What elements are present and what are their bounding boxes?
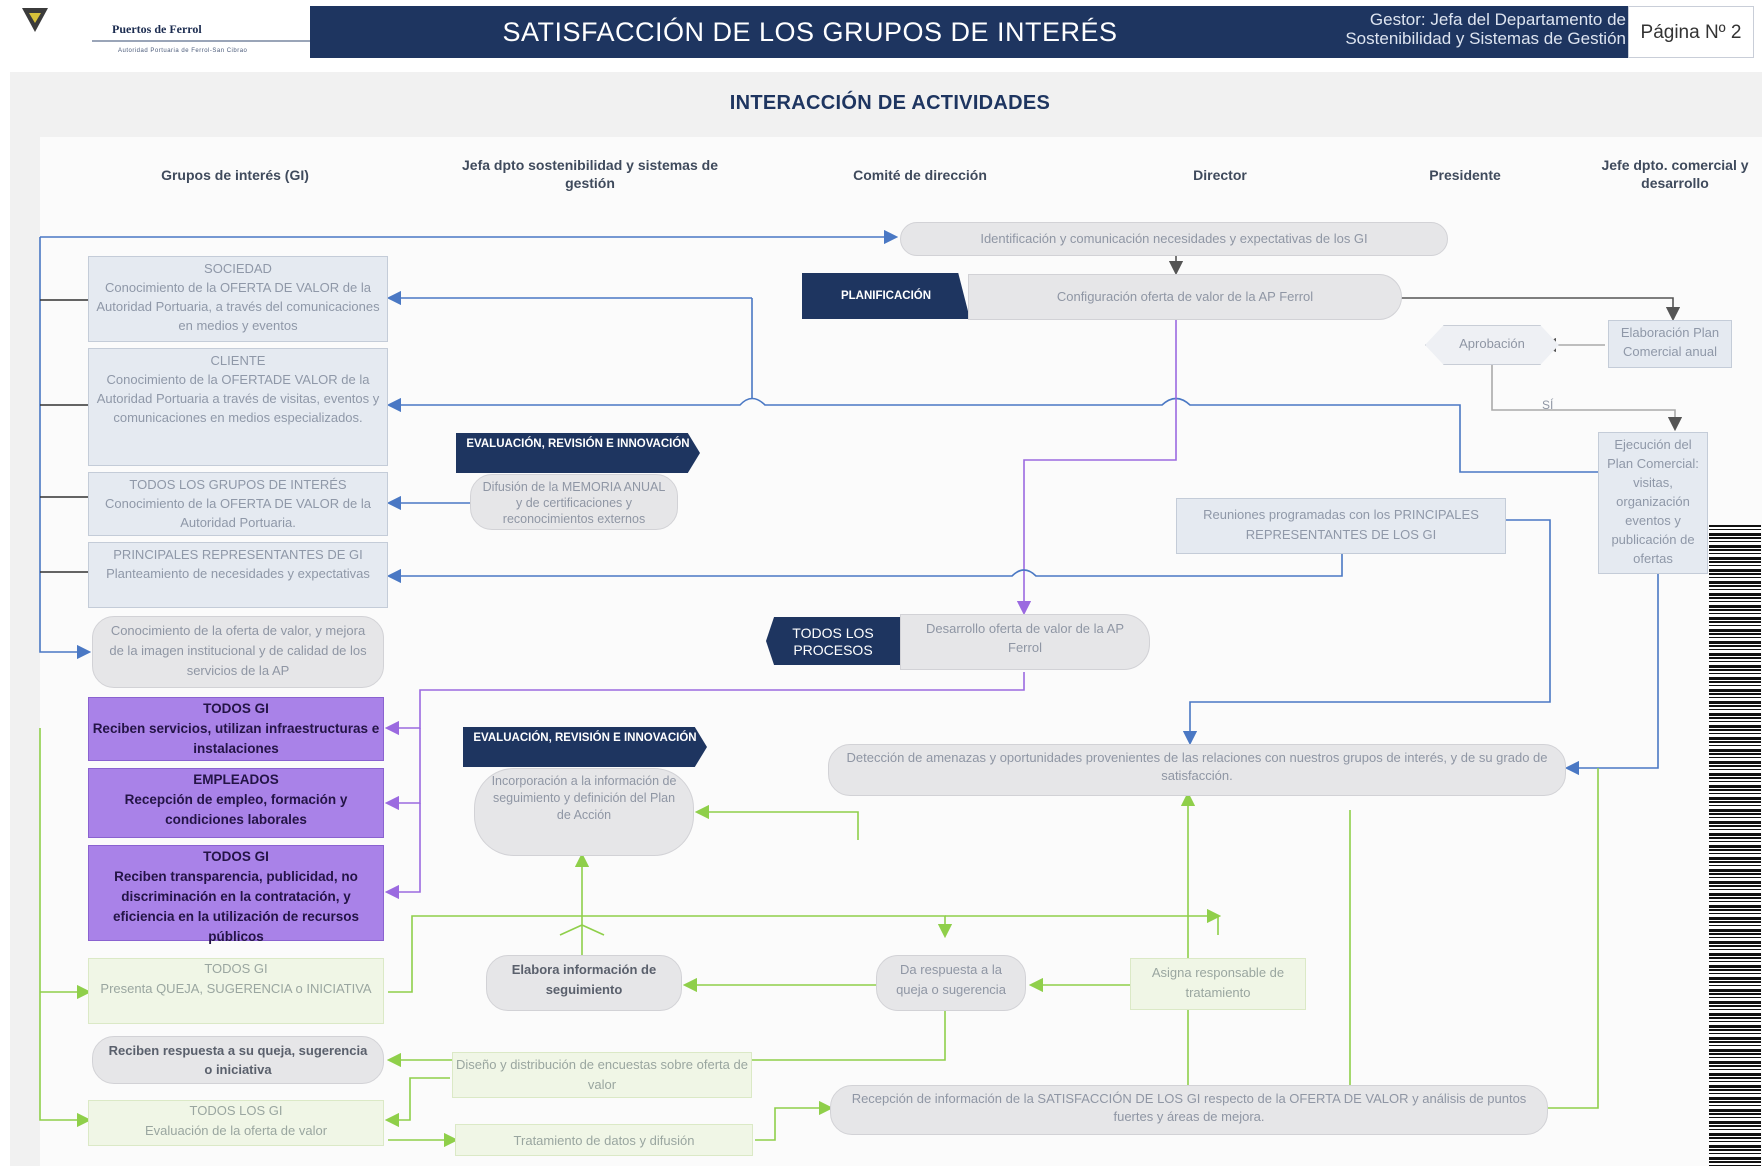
node-recepcion-info: Recepción de información de la SATISFACC… <box>830 1085 1548 1135</box>
node-identificacion: Identificación y comunicación necesidade… <box>900 222 1448 256</box>
arrow-deteccion-to-incorporacion <box>698 810 1351 1110</box>
aprobacion-label: Aprobación <box>1459 336 1525 351</box>
arrow-reuniones-to-deteccion <box>1182 519 1551 746</box>
node-deteccion: Detección de amenazas y oportunidades pr… <box>828 744 1566 796</box>
arrow-queja-to-elabora <box>388 915 953 993</box>
arrow-reuniones-to-principales <box>386 545 1343 584</box>
tag-todos-procesos: TODOS LOS PROCESOS <box>766 617 900 665</box>
page-number: Página Nº 2 <box>1628 6 1754 58</box>
tag-evaluacion-2: EVALUACIÓN, REVISIÓN E INNOVACIÓN <box>463 727 707 767</box>
lane-header-gi: Grupos de interés (GI) <box>161 167 309 183</box>
lane-header-sostenibilidad: Jefa dpto sostenibilidad y sistemas de g… <box>462 157 718 191</box>
node-aprobacion: Aprobación <box>1425 325 1559 365</box>
node-todos-gi-servicios: TODOS GI Reciben servicios, utilizan inf… <box>88 697 384 761</box>
node-da-respuesta: Da respuesta a la queja o sugerencia <box>876 955 1026 1011</box>
node-incorporacion: Incorporación a la información de seguim… <box>474 768 694 856</box>
arrow-diseno-to-evaluacion <box>384 1077 450 1128</box>
node-queja: TODOS GI Presenta QUEJA, SUGERENCIA o IN… <box>88 958 384 1024</box>
arrow-desarrollo-to-servicios <box>384 672 1025 736</box>
gestor-line-2: Sostenibilidad y Sistemas de Gestión <box>1345 29 1626 48</box>
aprobacion-shape <box>1425 325 1559 365</box>
node-evaluacion-oferta: TODOS LOS GI Evaluación de la oferta de … <box>88 1100 384 1146</box>
tag-planificacion: PLANIFICACIÓN <box>802 273 970 319</box>
title-bar <box>310 6 1628 58</box>
node-desarrollo-oferta: Desarrollo oferta de valor de la AP Ferr… <box>900 614 1150 670</box>
node-reuniones: Reuniones programadas con los PRINCIPALE… <box>1176 498 1506 554</box>
arrow-gi-to-identificacion <box>39 237 92 660</box>
node-todos-gi-transparencia: TODOS GI Reciben transparencia, publicid… <box>88 845 384 944</box>
arrow-to-transparencia <box>384 803 421 900</box>
arrow-ejecucion-to-deteccion <box>1564 572 1659 776</box>
node-elabora-info: Elabora información de seguimiento <box>486 955 682 1011</box>
arrow-recepcion-right-loop <box>1548 768 1599 1109</box>
gestor-label: Gestor: Jefa del Departamento de Sosteni… <box>1270 10 1626 48</box>
arrow-configuracion-to-sociedad <box>390 298 753 398</box>
node-reciben-respuesta: Reciben respuesta a su queja, sugerencia… <box>92 1036 384 1084</box>
node-elaboracion-plan: Elaboración Plan Comercial anual <box>1608 320 1732 368</box>
connector-aprobacion-si <box>1491 362 1683 432</box>
node-diseno-encuestas: Diseño y distribución de encuestas sobre… <box>452 1052 752 1098</box>
node-empleados: EMPLEADOS Recepción de empleo, formación… <box>88 768 384 838</box>
arrow-configuracion-to-elaboracion <box>1400 297 1681 322</box>
gestor-line-1: Gestor: Jefa del Departamento de <box>1369 10 1626 29</box>
logo-text: Puertos de Ferrol <box>112 22 202 36</box>
tag-evaluacion-1: EVALUACIÓN, REVISIÓN E INNOVACIÓN <box>456 433 700 473</box>
lane-header-presidente: Presidente <box>1429 167 1501 183</box>
arrow-configuracion-to-desarrollo <box>1016 318 1177 616</box>
node-configuracion: Configuración oferta de valor de la AP F… <box>968 274 1402 320</box>
arrow-ejecucion-to-cliente <box>386 397 1598 473</box>
node-todos-gi-conocimiento: TODOS LOS GRUPOS DE INTERÉS Conocimiento… <box>88 472 388 536</box>
node-ejecucion-plan: Ejecución del Plan Comercial: visitas, o… <box>1598 432 1708 574</box>
node-principales: PRINCIPALES REPRESENTANTES DE GI Plantea… <box>88 542 388 608</box>
node-asigna: Asigna responsable de tratamiento <box>1130 958 1306 1010</box>
arrow-tratamiento-to-recepcion <box>755 1100 834 1141</box>
si-label: SÍ <box>1542 398 1554 412</box>
arrow-queja-to-asigna <box>945 916 1218 935</box>
node-conocimiento-oferta: Conocimiento de la oferta de valor, y me… <box>92 616 384 688</box>
arrow-elabora-fork <box>559 924 605 936</box>
logo-divider <box>92 40 328 42</box>
logo: Puertos de Ferrol Autoridad Portuaria de… <box>22 4 328 56</box>
node-tratamiento-datos: Tratamiento de datos y difusión <box>455 1124 753 1156</box>
logo-subtext: Autoridad Portuaria de Ferrol-San Cibrao <box>118 48 248 54</box>
green-left-trunk <box>39 728 92 1128</box>
node-cliente: CLIENTE Conocimiento de la OFERTADE VALO… <box>88 348 388 466</box>
lane-header-comite: Comité de dirección <box>853 167 987 183</box>
node-difusion-memoria: Difusión de la MEMORIA ANUAL y de certif… <box>470 474 678 530</box>
arrow-to-empleados <box>384 728 421 811</box>
lane-header-director: Director <box>1193 167 1247 183</box>
diagram-title: INTERACCIÓN DE ACTIVIDADES <box>729 92 1051 114</box>
page-title: SATISFACCIÓN DE LOS GRUPOS DE INTERÉS <box>502 17 1118 47</box>
barcode <box>1709 525 1761 1166</box>
logo-emblem-accent-icon <box>29 13 41 23</box>
node-sociedad: SOCIEDAD Conocimiento de la OFERTA DE VA… <box>88 256 388 342</box>
lane-header-comercial: Jefe dpto. comercial y desarrollo <box>1601 157 1749 191</box>
